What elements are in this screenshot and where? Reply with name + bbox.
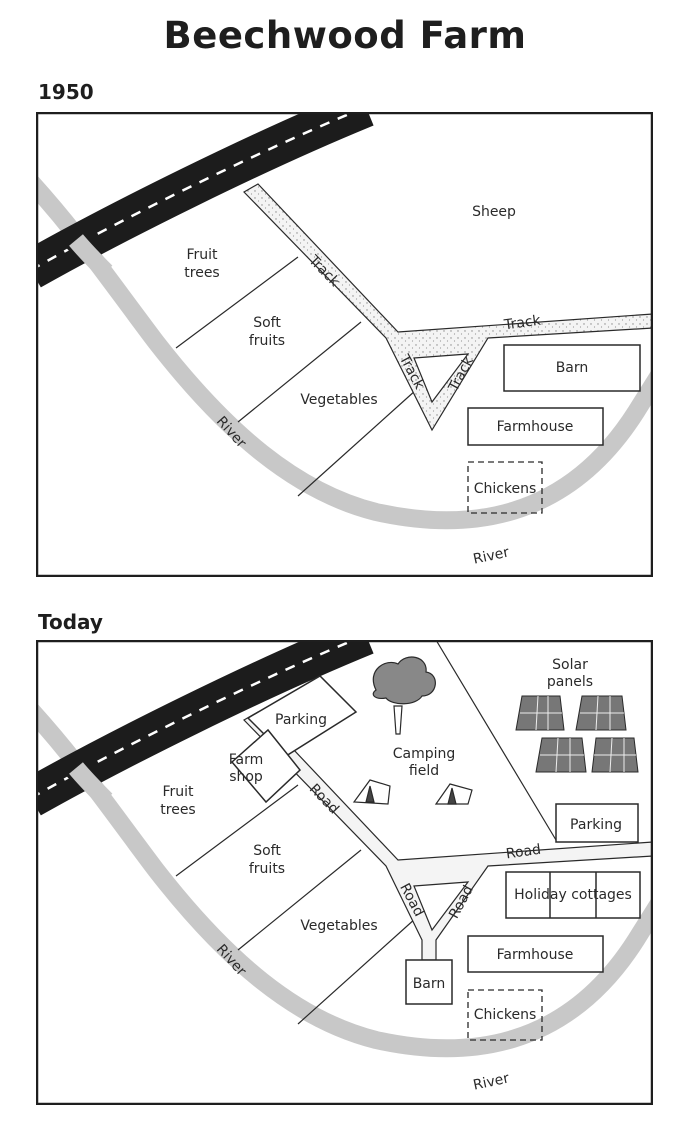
river-label-2: River bbox=[472, 1070, 511, 1093]
river-bridge bbox=[69, 234, 113, 279]
solar-panels-label-1: Solar bbox=[552, 657, 588, 673]
farmhouse-label: Farmhouse bbox=[497, 419, 574, 435]
vegetables-label: Vegetables bbox=[300, 918, 377, 934]
fruit-trees-label-1: Fruit bbox=[186, 247, 218, 263]
solar-panels-label-2: panels bbox=[547, 674, 593, 690]
parking-area-right bbox=[555, 803, 639, 843]
sheep-label: Sheep bbox=[472, 204, 516, 220]
tree-icon bbox=[372, 656, 436, 735]
road-triangle-hole bbox=[413, 881, 470, 932]
map-1950-canvas: Sheep Fruit trees Soft fruits Vegetables… bbox=[36, 112, 653, 577]
chickens-label: Chickens bbox=[474, 481, 537, 497]
chickens-label: Chickens bbox=[474, 1007, 537, 1023]
holiday-cottages bbox=[505, 871, 641, 919]
camping-field-label-1: Camping bbox=[393, 746, 456, 762]
soft-fruits-label-1: Soft bbox=[253, 315, 281, 331]
solar-panel-icon bbox=[515, 695, 565, 731]
solar-panel-icon bbox=[591, 737, 639, 773]
farm-road bbox=[243, 711, 653, 961]
soft-fruits-label-2: fruits bbox=[249, 333, 285, 349]
soft-fruits-label-1: Soft bbox=[253, 843, 281, 859]
solar-panel-icon bbox=[535, 737, 587, 773]
field-boundaries bbox=[175, 640, 557, 1025]
parking-label-right: Parking bbox=[570, 817, 622, 833]
farm-shop-label-1: Farm bbox=[229, 752, 264, 768]
map-today-canvas: Parking Farm shop Camping field Solar pa… bbox=[36, 640, 653, 1105]
field-boundaries bbox=[175, 256, 417, 497]
chickens-area bbox=[467, 461, 543, 514]
map-today-border bbox=[36, 640, 653, 1105]
barn bbox=[405, 959, 453, 1005]
track-label-2: Track bbox=[502, 312, 542, 333]
map-1950-border bbox=[36, 112, 653, 577]
chickens-area bbox=[467, 989, 543, 1041]
farm-shop bbox=[230, 728, 302, 804]
map-today: Parking Farm shop Camping field Solar pa… bbox=[36, 640, 653, 1105]
holiday-cottages-label: Holiday cottages bbox=[514, 887, 632, 903]
fruit-trees-label-1: Fruit bbox=[162, 784, 194, 800]
fruit-trees-label-2: trees bbox=[184, 265, 219, 281]
map-1950-heading: 1950 bbox=[38, 80, 94, 104]
river-bridge bbox=[69, 762, 113, 807]
farmhouse bbox=[467, 407, 604, 446]
barn-label: Barn bbox=[413, 976, 446, 992]
farm-shop-label-2: shop bbox=[229, 769, 263, 785]
barn-label: Barn bbox=[556, 360, 589, 376]
parking-label-top: Parking bbox=[275, 712, 327, 728]
page-title: Beechwood Farm bbox=[163, 14, 527, 57]
fruit-trees-label-2: trees bbox=[160, 802, 195, 818]
map-today-heading: Today bbox=[38, 610, 103, 634]
road-label-2: Road bbox=[505, 842, 542, 863]
solar-panel-icon bbox=[575, 695, 627, 731]
tent-icon bbox=[434, 783, 473, 805]
tent-icon bbox=[352, 779, 391, 805]
map-1950: Sheep Fruit trees Soft fruits Vegetables… bbox=[36, 112, 653, 577]
soft-fruits-label-2: fruits bbox=[249, 861, 285, 877]
track-triangle-hole bbox=[413, 353, 470, 404]
camping-field-label-2: field bbox=[409, 763, 439, 779]
barn bbox=[503, 344, 641, 392]
river-label-2: River bbox=[472, 544, 511, 567]
farmhouse bbox=[467, 935, 604, 973]
farmhouse-label: Farmhouse bbox=[497, 947, 574, 963]
vegetables-label: Vegetables bbox=[300, 392, 377, 408]
